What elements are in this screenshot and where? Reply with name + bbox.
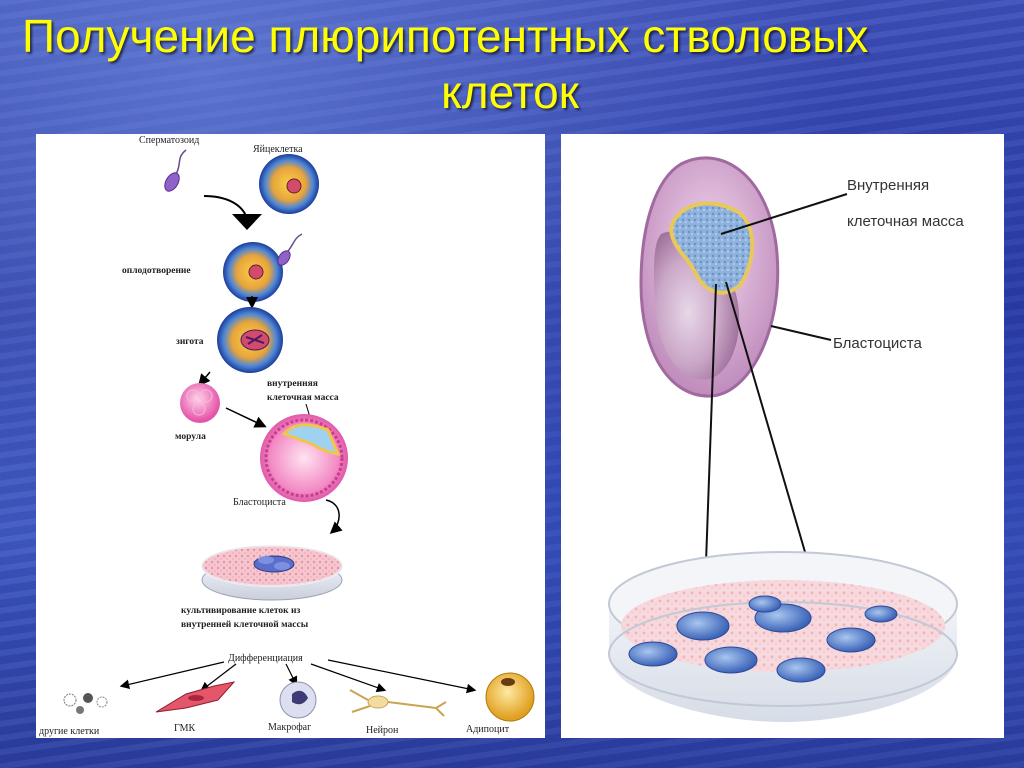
fusion-arrow-head xyxy=(232,214,262,230)
sperm-illustration xyxy=(164,149,187,192)
arrow-to-other-cells xyxy=(119,661,225,690)
fertilization-label: оплодотворение xyxy=(122,266,191,276)
slide-title: Получение плюрипотентных стволовых клето… xyxy=(0,8,980,120)
sperm-label: Сперматозоид xyxy=(139,135,199,146)
arrow-to-morula xyxy=(198,371,211,387)
arrow-to-culture xyxy=(325,499,343,534)
culture-label-line-2: внутренней клеточной массы xyxy=(181,619,309,630)
smc-illustration xyxy=(155,681,236,713)
inner-mass-label-line-1: внутренняя xyxy=(267,379,318,389)
neuron-illustration xyxy=(349,689,447,717)
morula-illustration xyxy=(180,383,220,423)
zygote-illustration xyxy=(217,307,283,373)
blastocyst-leader-line xyxy=(770,325,832,341)
morula-label: морула xyxy=(175,432,206,442)
slide-title-line-2: клеток xyxy=(441,66,579,118)
development-scheme-panel: Сперматозоид Яйцеклетка оплодотворение з… xyxy=(36,134,545,738)
arrow-to-adipocyte xyxy=(327,659,477,694)
culture-label-line-1: культивирование клеток из xyxy=(181,606,300,616)
arrow-to-smc xyxy=(200,663,237,692)
culture-dish-illustration xyxy=(201,545,343,601)
fusion-arrow-curve xyxy=(203,195,247,217)
inner-mass-label-line-1: Внутренняя xyxy=(847,177,929,194)
culture-dish-large-illustration xyxy=(608,551,958,722)
inner-mass-label-line-2: клеточная масса xyxy=(267,393,339,403)
other-cells-illustration xyxy=(63,693,108,714)
egg-illustration xyxy=(259,154,319,214)
macrophage-label: Макрофаг xyxy=(268,722,311,733)
egg-label: Яйцеклетка xyxy=(253,144,303,155)
adipocyte-label: Адипоцит xyxy=(466,724,510,735)
fertilization-illustration xyxy=(223,233,303,302)
blastocyst-large-label: Бластоциста xyxy=(833,335,922,352)
slide-title-line-1: Получение плюрипотентных стволовых xyxy=(22,10,869,62)
blastocyst-large-illustration xyxy=(639,156,780,398)
inner-mass-label-line-2: клеточная масса xyxy=(847,213,964,230)
blastocyst-illustration xyxy=(260,414,348,502)
adipocyte-illustration xyxy=(485,672,535,722)
arrow-to-neuron xyxy=(310,663,387,693)
blastocyst-culture-panel: Внутренняя клеточная масса Бластоциста xyxy=(561,134,1004,738)
inner-mass-leader-line xyxy=(720,193,848,235)
zygote-label: зигота xyxy=(176,337,204,347)
arrow-to-macrophage xyxy=(285,663,298,687)
differentiation-label: Дифференциация xyxy=(228,653,303,664)
development-scheme-diagram: Сперматозоид Яйцеклетка оплодотворение з… xyxy=(39,135,535,737)
smc-label: ГМК xyxy=(174,723,196,734)
blastocyst-label: Бластоциста xyxy=(233,497,286,508)
neuron-label: Нейрон xyxy=(366,725,399,736)
arrow-to-blastocyst xyxy=(225,407,267,428)
other-cells-label: другие клетки xyxy=(39,726,100,737)
blastocyst-culture-diagram: Внутренняя клеточная масса Бластоциста xyxy=(608,156,964,722)
macrophage-illustration xyxy=(279,681,317,719)
